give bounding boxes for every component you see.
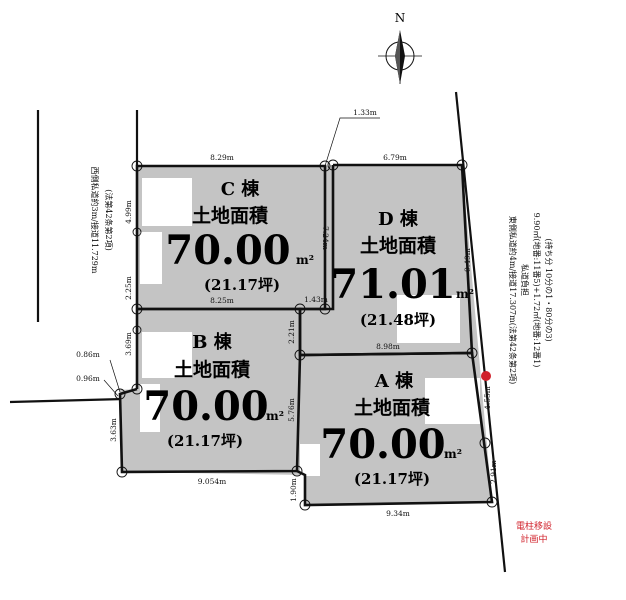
lot-c-land-area-label: 土地面積: [192, 204, 268, 227]
dim-8-98: 8.98m: [376, 342, 400, 351]
survey-markers: [114, 159, 498, 511]
dim-4-55: 4.55m: [483, 386, 492, 410]
west-road-line1: 西側私道約3m/接道11.729m: [90, 167, 100, 274]
dim-9-49: 9.49m: [463, 248, 472, 272]
dim-1-33: 1.33m: [353, 108, 377, 117]
dim-9-34: 9.34m: [386, 509, 410, 518]
lot-a-title: A 棟: [374, 370, 414, 392]
dim-7-24: 7.24m: [321, 226, 330, 250]
lot-a: A 棟 土地面積 70.00 m² (21.17坪): [320, 370, 462, 488]
dim-0-96: 0.96m: [76, 374, 100, 383]
lot-b-land-area-label: 土地面積: [174, 358, 250, 381]
lot-c-area-unit: m²: [296, 253, 314, 267]
lot-d-title: D 棟: [378, 208, 419, 230]
lot-d-area-value: 71.01: [330, 261, 455, 308]
dim-5-76: 5.76m: [287, 398, 296, 422]
east-road-line1: 東側私道約4m/接道17.307m(法第42条第2項): [508, 216, 518, 384]
dim-8-29: 8.29m: [210, 153, 234, 162]
lot-b-tsubo: (21.17坪): [167, 432, 243, 450]
leader-line: [103, 379, 119, 397]
north-arrow-icon: [378, 30, 422, 84]
lot-c: C 棟 土地面積 70.00 m² (21.17坪): [165, 178, 314, 294]
dim-0-86: 0.86m: [76, 350, 100, 359]
leader-line: [324, 117, 380, 167]
dim-1-43: 1.43m: [304, 295, 328, 304]
parking-areas: [140, 178, 480, 476]
lot-b-area-unit: m²: [266, 409, 284, 423]
dim-3-63: 3.63m: [109, 418, 118, 442]
pole-note-line1: 電柱移設: [516, 520, 552, 532]
lot-a-tsubo: (21.17坪): [354, 470, 430, 488]
lot-c-title: C 棟: [221, 178, 261, 200]
east-road-line2: 私道負担: [520, 264, 530, 296]
dim-2-25: 2.25m: [124, 276, 133, 300]
utility-pole-icon: [481, 371, 491, 381]
pole-note-line2: 計画中: [520, 533, 547, 545]
lot-c-area-value: 70.00: [165, 227, 290, 274]
lot-b-title: B 棟: [192, 331, 232, 353]
lot-b-area-value: 70.00: [143, 383, 268, 430]
lot-d-area-unit: m²: [456, 287, 474, 301]
leader-line: [109, 359, 121, 393]
site-area: [120, 165, 492, 505]
lot-d-tsubo: (21.48坪): [360, 311, 436, 329]
lot-a-area-value: 70.00: [320, 421, 445, 468]
dim-1-90: 1.90m: [289, 478, 298, 502]
lot-b: B 棟 土地面積 70.00 m² (21.17坪): [143, 331, 284, 450]
dim-2-21: 2.21m: [287, 320, 296, 344]
east-road-line3: 9.90㎡(地番:11番5)+1.72㎡(地番:12番1): [532, 213, 542, 368]
dim-4-99: 4.99m: [124, 200, 133, 224]
lot-d-land-area-label: 土地面積: [360, 234, 436, 257]
west-road-line2: (法第42条第2項): [104, 189, 114, 251]
dim-9-054: 9.054m: [198, 477, 227, 486]
dim-6-79: 6.79m: [383, 153, 407, 162]
dim-8-25: 8.25m: [210, 296, 234, 305]
road-edges: [9, 91, 507, 573]
lot-a-land-area-label: 土地面積: [354, 396, 430, 419]
east-road-line4: (持ち分 10分の1・80分の3): [544, 238, 554, 341]
dim-3-69: 3.69m: [124, 332, 133, 356]
lot-a-area-unit: m²: [444, 447, 462, 461]
lot-c-tsubo: (21.17坪): [204, 276, 280, 294]
dim-2-91: 2.91m: [489, 460, 498, 484]
north-label: N: [395, 11, 406, 25]
lot-d: D 棟 土地面積 71.01 m² (21.48坪): [330, 208, 474, 329]
